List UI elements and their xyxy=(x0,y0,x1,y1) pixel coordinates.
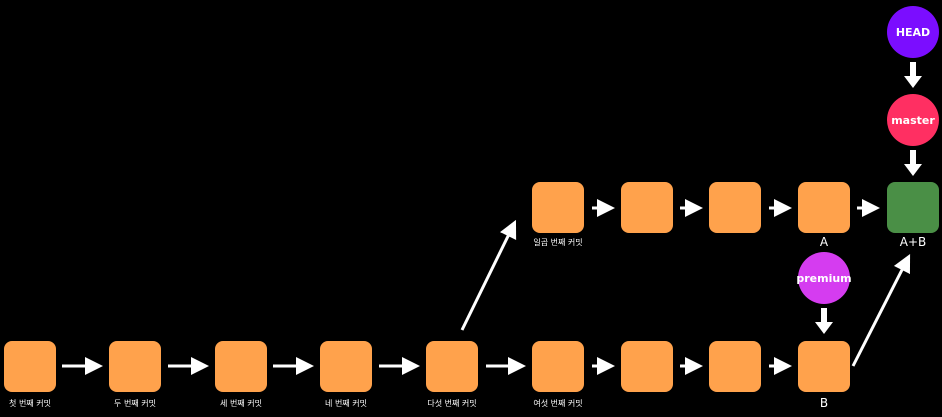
commit-node[interactable] xyxy=(709,182,761,233)
commit-label: 일곱 번째 커밋 xyxy=(533,237,582,247)
commit-node[interactable] xyxy=(215,341,267,392)
arrows-diagonal xyxy=(460,219,911,367)
commit-label-merge: A+B xyxy=(900,235,927,249)
commit-node[interactable] xyxy=(532,182,584,233)
commit-row-bottom xyxy=(4,341,850,392)
commit-label: 여섯 번째 커밋 xyxy=(533,398,582,408)
commit-labels: 첫 번째 커밋 두 번째 커밋 세 번째 커밋 네 번째 커밋 다섯 번째 커밋… xyxy=(9,235,926,410)
premium-label: premium xyxy=(796,272,851,285)
commit-label: 네 번째 커밋 xyxy=(325,398,367,408)
arrowhead-master-merge xyxy=(904,164,922,176)
commit-label-b: B xyxy=(820,396,828,410)
pointer-premium[interactable]: premium xyxy=(796,252,852,304)
commit-label-a: A xyxy=(820,235,829,249)
commit-row-top xyxy=(532,182,939,233)
commit-label: 세 번째 커밋 xyxy=(220,398,262,408)
commit-label: 첫 번째 커밋 xyxy=(9,398,51,408)
commit-node[interactable] xyxy=(621,182,673,233)
commit-node[interactable] xyxy=(532,341,584,392)
pointer-head[interactable]: HEAD xyxy=(887,6,939,58)
head-badge[interactable] xyxy=(887,6,939,58)
pointer-master[interactable]: master xyxy=(887,94,939,146)
commit-label: 다섯 번째 커밋 xyxy=(427,398,476,408)
commit-node-a[interactable] xyxy=(798,182,850,233)
commit-node[interactable] xyxy=(320,341,372,392)
arrows-pointers xyxy=(815,62,922,334)
merge-commit-node[interactable] xyxy=(887,182,939,233)
commit-node[interactable] xyxy=(109,341,161,392)
commit-node[interactable] xyxy=(426,341,478,392)
master-label: master xyxy=(891,114,935,127)
commit-label: 두 번째 커밋 xyxy=(114,398,156,408)
commit-node[interactable] xyxy=(709,341,761,392)
master-badge[interactable] xyxy=(887,94,939,146)
arrowhead-premium-b xyxy=(815,322,833,334)
head-label: HEAD xyxy=(896,26,930,39)
commit-node-b[interactable] xyxy=(798,341,850,392)
premium-badge[interactable] xyxy=(798,252,850,304)
arrowhead-head-master xyxy=(904,76,922,88)
arrow-c5-u1 xyxy=(460,219,517,331)
commit-node[interactable] xyxy=(621,341,673,392)
arrow-b-merge xyxy=(851,253,911,367)
commit-node[interactable] xyxy=(4,341,56,392)
